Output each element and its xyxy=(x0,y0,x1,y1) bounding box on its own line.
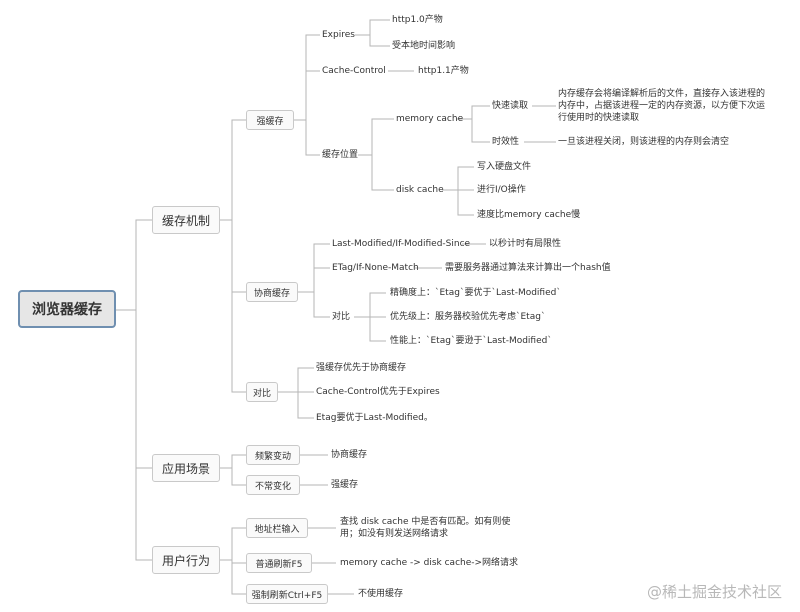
connector xyxy=(135,310,152,561)
node-cache-location[interactable]: 缓存位置 xyxy=(322,150,359,160)
node-etag-over-lm[interactable]: Etag要优于Last-Modified。 xyxy=(316,413,433,423)
node-comparison[interactable]: 对比 xyxy=(246,382,278,402)
node-timeliness[interactable]: 时效性 xyxy=(492,137,520,147)
node-etag-desc[interactable]: 需要服务器通过算法来计算出一个hash值 xyxy=(445,263,611,273)
connector xyxy=(313,292,330,318)
connector xyxy=(135,310,152,469)
node-last-modified-desc[interactable]: 以秒计时有局限性 xyxy=(489,239,562,249)
node-etag[interactable]: ETag/If-None-Match xyxy=(332,263,419,273)
node-normal-refresh-desc[interactable]: memory cache -> disk cache->网络请求 xyxy=(340,558,519,568)
node-negotiate-cache[interactable]: 协商缓存 xyxy=(246,282,298,302)
node-force-refresh-desc[interactable]: 不使用缓存 xyxy=(358,589,404,599)
node-last-modified[interactable]: Last-Modified/If-Modified-Since xyxy=(332,239,471,249)
node-fast-read[interactable]: 快速读取 xyxy=(492,101,529,111)
connector xyxy=(231,560,246,564)
connector xyxy=(231,468,246,486)
node-rare-change[interactable]: 不常变化 xyxy=(246,475,300,495)
connector xyxy=(313,267,330,292)
connector xyxy=(371,155,394,191)
node-user-behavior[interactable]: 用户行为 xyxy=(152,546,220,574)
node-fast-read-desc[interactable]: 内存缓存会将编译解析后的文件，直接存入该进程的内存中，占据该进程一定的内存资源，… xyxy=(558,89,766,123)
node-frequent-desc[interactable]: 协商缓存 xyxy=(331,450,368,460)
connector xyxy=(471,119,490,143)
connector xyxy=(116,219,152,311)
connector xyxy=(220,119,246,221)
node-io[interactable]: 进行I/O操作 xyxy=(477,185,526,195)
connector xyxy=(442,166,474,191)
node-frequent-change[interactable]: 频繁变动 xyxy=(246,445,300,465)
connector xyxy=(457,190,474,216)
connector xyxy=(369,35,390,47)
connector xyxy=(220,527,246,561)
node-slower[interactable]: 速度比memory cache慢 xyxy=(477,210,581,220)
node-disk-cache[interactable]: disk cache xyxy=(396,185,444,195)
connector xyxy=(220,454,246,469)
connector xyxy=(456,105,490,120)
node-accuracy[interactable]: 精确度上：`Etag`要优于`Last-Modified` xyxy=(390,288,561,298)
connector xyxy=(358,118,394,156)
node-http10[interactable]: http1.0产物 xyxy=(392,15,443,25)
connector xyxy=(305,70,320,120)
connector xyxy=(294,34,320,121)
node-strong-over-negotiate[interactable]: 强缓存优先于协商缓存 xyxy=(316,363,407,373)
connector xyxy=(231,220,246,293)
connector xyxy=(369,317,386,342)
connector xyxy=(231,560,246,595)
connector xyxy=(305,120,320,156)
node-force-refresh[interactable]: 强制刷新Ctrl+F5 xyxy=(246,584,328,604)
connector xyxy=(231,292,246,393)
node-priority[interactable]: 优先级上：服务器校验优先考虑`Etag` xyxy=(390,312,546,322)
node-http11[interactable]: http1.1产物 xyxy=(418,66,469,76)
node-cache-control[interactable]: Cache-Control xyxy=(322,66,386,76)
node-local-time[interactable]: 受本地时间影响 xyxy=(392,41,456,51)
node-normal-refresh[interactable]: 普通刷新F5 xyxy=(246,553,312,573)
connector xyxy=(354,292,386,318)
node-expires[interactable]: Expires xyxy=(322,30,355,40)
connector xyxy=(297,392,314,419)
node-address-bar[interactable]: 地址栏输入 xyxy=(246,518,308,538)
connector xyxy=(278,367,314,393)
node-address-bar-desc[interactable]: 查找 disk cache 中是否有匹配。如有则使用；如没有则发送网络请求 xyxy=(340,517,511,539)
node-timeliness-desc[interactable]: 一旦该进程关闭，则该进程的内存则会清空 xyxy=(558,137,730,147)
root-node[interactable]: 浏览器缓存 xyxy=(18,290,116,328)
watermark: @稀土掘金技术社区 xyxy=(646,583,782,601)
node-memory-cache[interactable]: memory cache xyxy=(396,114,464,124)
connector xyxy=(355,19,390,36)
node-app-scenario[interactable]: 应用场景 xyxy=(152,454,220,482)
node-cache-mechanism[interactable]: 缓存机制 xyxy=(152,206,220,234)
node-strong-cache[interactable]: 强缓存 xyxy=(246,110,294,130)
node-compare[interactable]: 对比 xyxy=(332,312,351,322)
node-write-disk[interactable]: 写入硬盘文件 xyxy=(477,162,532,172)
node-rare-desc[interactable]: 强缓存 xyxy=(331,480,359,490)
node-cc-over-expires[interactable]: Cache-Control优先于Expires xyxy=(316,387,440,397)
node-performance[interactable]: 性能上：`Etag`要逊于`Last-Modified` xyxy=(390,336,552,346)
